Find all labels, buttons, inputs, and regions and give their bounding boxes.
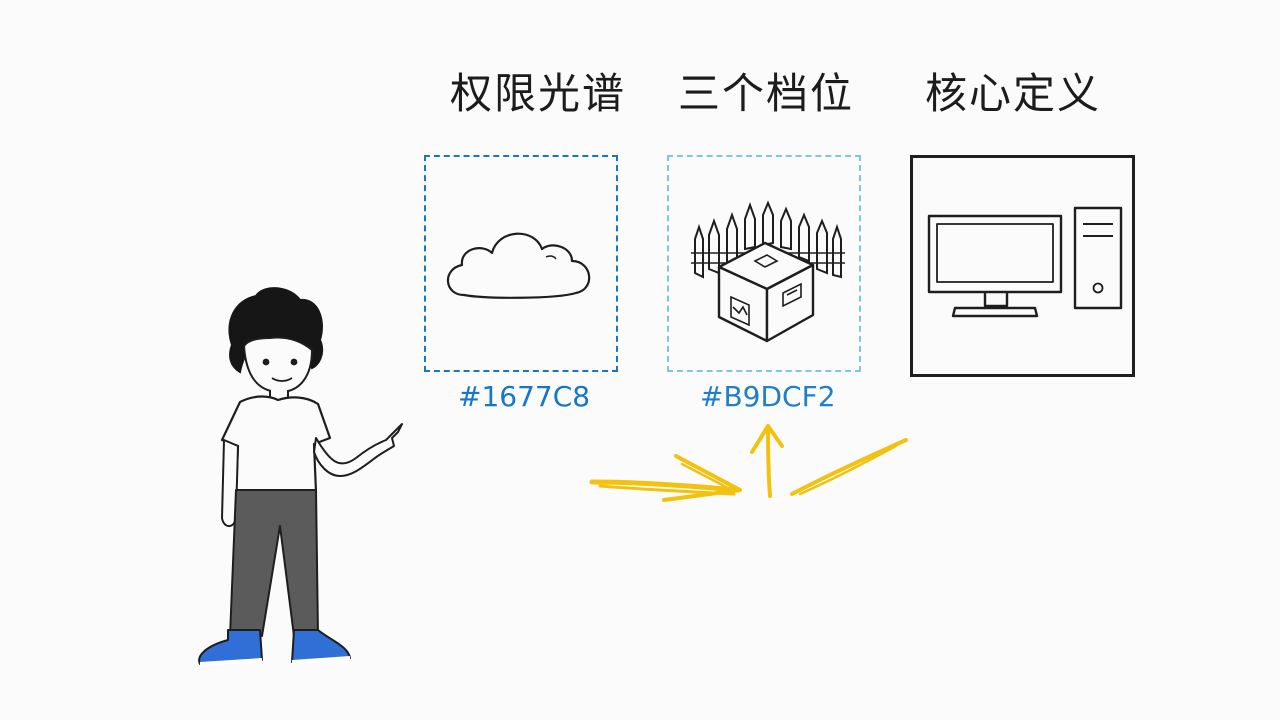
shirt [220, 395, 332, 494]
pointing-arm [313, 423, 403, 477]
desktop-computer-panel [910, 155, 1135, 377]
face [242, 336, 314, 394]
desktop-computer-icon [927, 206, 1123, 318]
cloud-panel [424, 155, 618, 372]
color-code-light: #B9DCF2 [700, 380, 836, 413]
color-code-primary: #1677C8 [458, 380, 591, 413]
heading-permission-spectrum: 权限光谱 [450, 69, 627, 118]
heading-three-tiers: 三个档位 [678, 69, 855, 118]
fenced-box-panel [667, 155, 861, 372]
cloud-icon [446, 232, 591, 299]
hair [228, 287, 324, 374]
heading-core-definition: 核心定义 [925, 69, 1102, 118]
pants [229, 489, 319, 637]
fenced-box-icon [691, 200, 845, 343]
